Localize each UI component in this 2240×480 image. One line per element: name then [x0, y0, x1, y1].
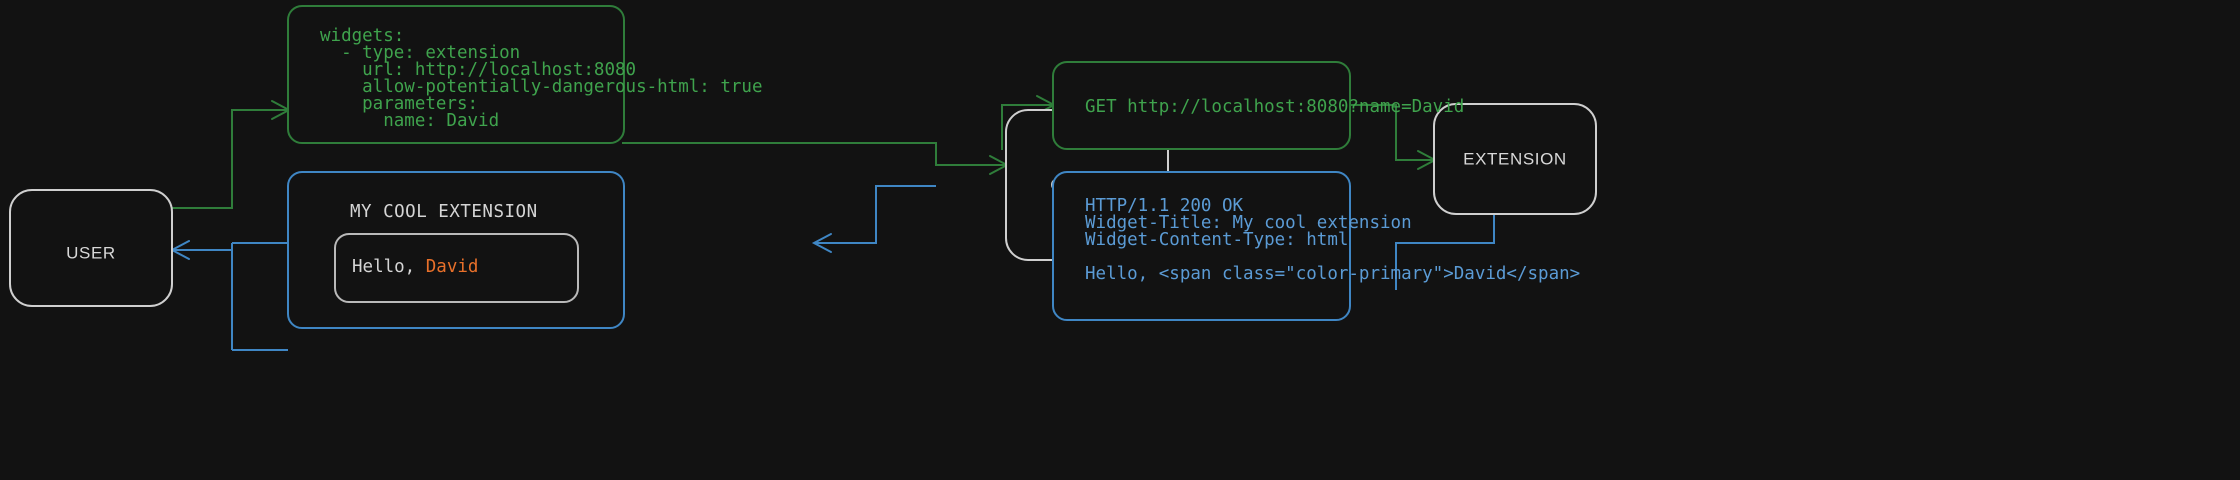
edge-glance-to-widget — [811, 185, 936, 253]
widget-preview-block[interactable]: MY COOL EXTENSION Hello, David — [287, 171, 625, 329]
edge-config-to-glance — [622, 142, 1010, 175]
response-line-0: HTTP/1.1 200 OK — [1085, 196, 1244, 216]
config-block-box[interactable] — [287, 5, 625, 144]
widget-preview-inner-box — [334, 233, 579, 303]
response-block[interactable]: HTTP/1.1 200 OK Widget-Title: My cool ex… — [1052, 171, 1580, 321]
response-block-box[interactable] — [1052, 171, 1351, 321]
config-line-0: widgets: — [320, 26, 404, 46]
request-block-box[interactable] — [1052, 61, 1351, 150]
response-line-2: Widget-Content-Type: html — [1085, 230, 1348, 250]
node-user-box[interactable] — [9, 189, 173, 307]
widget-preview-title: MY COOL EXTENSION — [350, 202, 538, 222]
widget-greeting-prefix: Hello, — [352, 257, 426, 277]
edge-widget-to-user — [169, 240, 288, 351]
edge-extension-to-response — [1395, 212, 1495, 290]
config-line-1: - type: extension — [320, 43, 520, 63]
request-block[interactable]: GET http://localhost:8080?name=David — [1052, 61, 1464, 150]
widget-greeting-name: David — [426, 257, 479, 277]
request-line-0: GET http://localhost:8080?name=David — [1085, 97, 1464, 117]
node-user[interactable]: USER — [9, 189, 173, 307]
response-line-4: Hello, <span class="color-primary">David… — [1085, 264, 1580, 284]
widget-greeting: Hello, David — [352, 257, 478, 277]
node-user-label: USER — [66, 243, 116, 262]
response-line-1: Widget-Title: My cool extension — [1085, 213, 1412, 233]
node-extension-box[interactable] — [1433, 103, 1597, 215]
config-line-2: url: http://localhost:8080 — [320, 60, 636, 80]
edge-user-to-config — [172, 100, 292, 209]
config-line-5: name: David — [320, 111, 499, 131]
config-line-3: allow-potentially-dangerous-html: true — [320, 77, 763, 97]
config-block[interactable]: widgets: - type: extension url: http://l… — [287, 5, 763, 144]
config-line-4: parameters: — [320, 94, 478, 114]
node-extension-label: EXTENSION — [1463, 149, 1567, 168]
node-extension[interactable]: EXTENSION — [1433, 103, 1597, 215]
